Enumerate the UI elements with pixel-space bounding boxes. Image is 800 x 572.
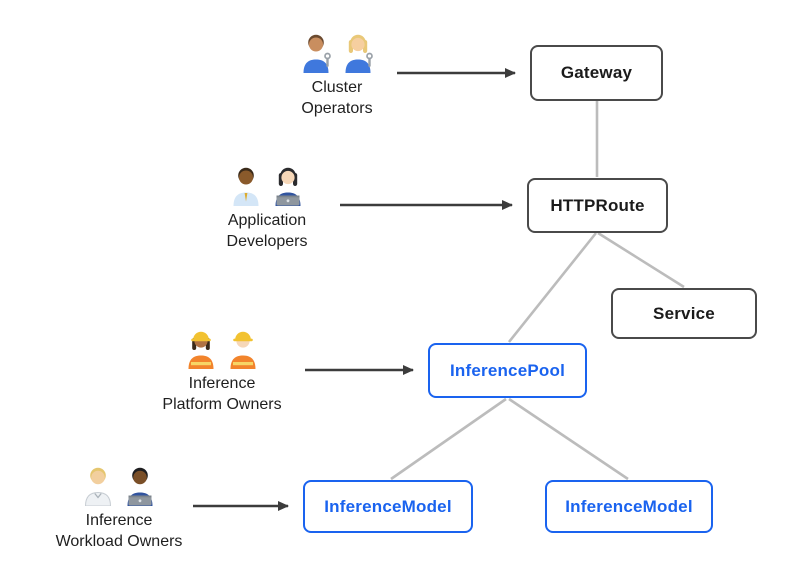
persona-inference-workload-owners: Inference Workload Owners [24, 466, 214, 553]
man-technologist-icon [127, 467, 153, 506]
node-inferencemodel-right: InferenceModel [545, 480, 713, 533]
health-worker-icon [84, 467, 112, 506]
edge-httproute-inferencepool [507, 232, 598, 343]
edge-inferencepool-inferencemodel-right [508, 397, 629, 481]
node-label: InferencePool [449, 360, 566, 380]
persona-label: Inference Platform Owners [162, 375, 282, 413]
node-gateway: Gateway [530, 45, 663, 101]
woman-mechanic-icon [345, 34, 373, 73]
persona-inference-platform-owners: Inference Platform Owners [127, 329, 317, 416]
node-label: Gateway [560, 63, 633, 82]
node-inferencepool: InferencePool [428, 343, 587, 398]
node-label: InferenceModel [324, 496, 452, 516]
woman-construction-worker-icon [188, 331, 214, 369]
node-httproute: HTTPRoute [527, 178, 668, 233]
node-label: Service [653, 303, 715, 323]
persona-label: Cluster Operators [301, 79, 373, 117]
node-label: HTTPRoute [550, 195, 645, 215]
node-service: Service [611, 288, 757, 339]
woman-technologist-icon [275, 167, 301, 206]
edge-httproute-service [597, 231, 685, 289]
persona-icons [183, 329, 261, 369]
man-mechanic-icon [303, 34, 331, 73]
persona-label: Application Developers [226, 212, 308, 250]
node-label: InferenceModel [565, 496, 693, 516]
persona-label: Inference Workload Owners [55, 512, 183, 550]
node-inferencemodel-left: InferenceModel [303, 480, 473, 533]
persona-icons [298, 33, 376, 73]
man-office-worker-icon [233, 167, 259, 206]
persona-icons [228, 166, 306, 206]
edge-inferencepool-inferencemodel-left [390, 397, 507, 481]
persona-cluster-operators: Cluster Operators [242, 33, 432, 120]
man-construction-worker-icon [230, 331, 256, 369]
persona-application-developers: Application Developers [172, 166, 362, 253]
persona-icons [80, 466, 158, 506]
